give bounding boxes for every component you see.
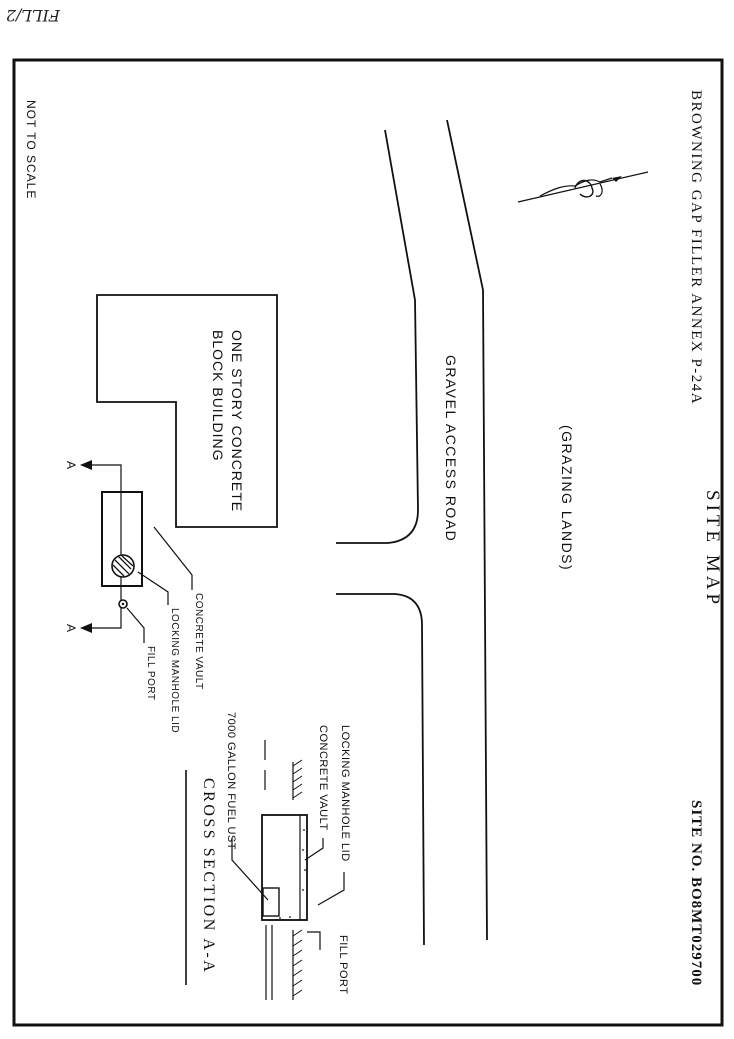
cs-label-fuel-ust: 7000 GALLON FUEL UST: [225, 712, 237, 850]
leader-manhole-lid: [137, 571, 169, 605]
fill-port-icon: [118, 599, 128, 609]
concrete-vault-plan: [101, 491, 143, 587]
building-label-line1: ONE STORY CONCRETE: [229, 330, 245, 512]
section-mark-top: A: [64, 461, 78, 469]
plan-label-fill-port: FILL PORT: [145, 646, 156, 701]
road-label: GRAVEL ACCESS ROAD: [443, 355, 459, 542]
leader-cs-fuel-ust: [231, 838, 269, 901]
plan-label-manhole-lid: LOCKING MANHOLE LID: [169, 608, 180, 733]
cross-section-title: CROSS SECTION A-A: [200, 778, 217, 974]
leader-cs-manhole-lid: [317, 872, 345, 906]
scale-note: NOT TO SCALE: [24, 100, 38, 199]
road-edge-left: [336, 129, 419, 544]
plan-label-concrete-vault: CONCRETE VAULT: [193, 593, 204, 690]
cs-label-manhole-lid: LOCKING MANHOLE LID: [339, 725, 351, 862]
grazing-label: (GRAZING LANDS): [559, 425, 575, 571]
building-label-line2: BLOCK BUILDING: [210, 330, 226, 461]
drawing-title: SITE MAP: [702, 490, 723, 608]
drawing-border: [12, 58, 724, 1027]
road-edge-right: [446, 119, 488, 941]
leader-concrete-vault: [153, 526, 193, 590]
cs-label-concrete-vault: CONCRETE VAULT: [317, 725, 329, 831]
building-outline: [96, 294, 278, 528]
leader-cs-concrete-vault: [304, 838, 324, 861]
road-edge-left-lower: [336, 593, 425, 946]
handwritten-note: FILL/2: [6, 6, 61, 25]
cs-label-fill-port: FILL PORT: [337, 935, 349, 995]
north-arrow-icon: [517, 171, 649, 203]
site-number: SITE NO. BO8MT029700: [688, 800, 704, 986]
section-mark-bottom: A: [64, 624, 78, 632]
project-name: BROWNING GAP FILLER ANNEX P-24A: [688, 90, 704, 405]
cross-section-detail: [261, 740, 321, 1000]
manhole-lid-icon: [111, 554, 135, 578]
leader-fill-port: [126, 607, 145, 643]
section-cut-line: [80, 460, 122, 633]
